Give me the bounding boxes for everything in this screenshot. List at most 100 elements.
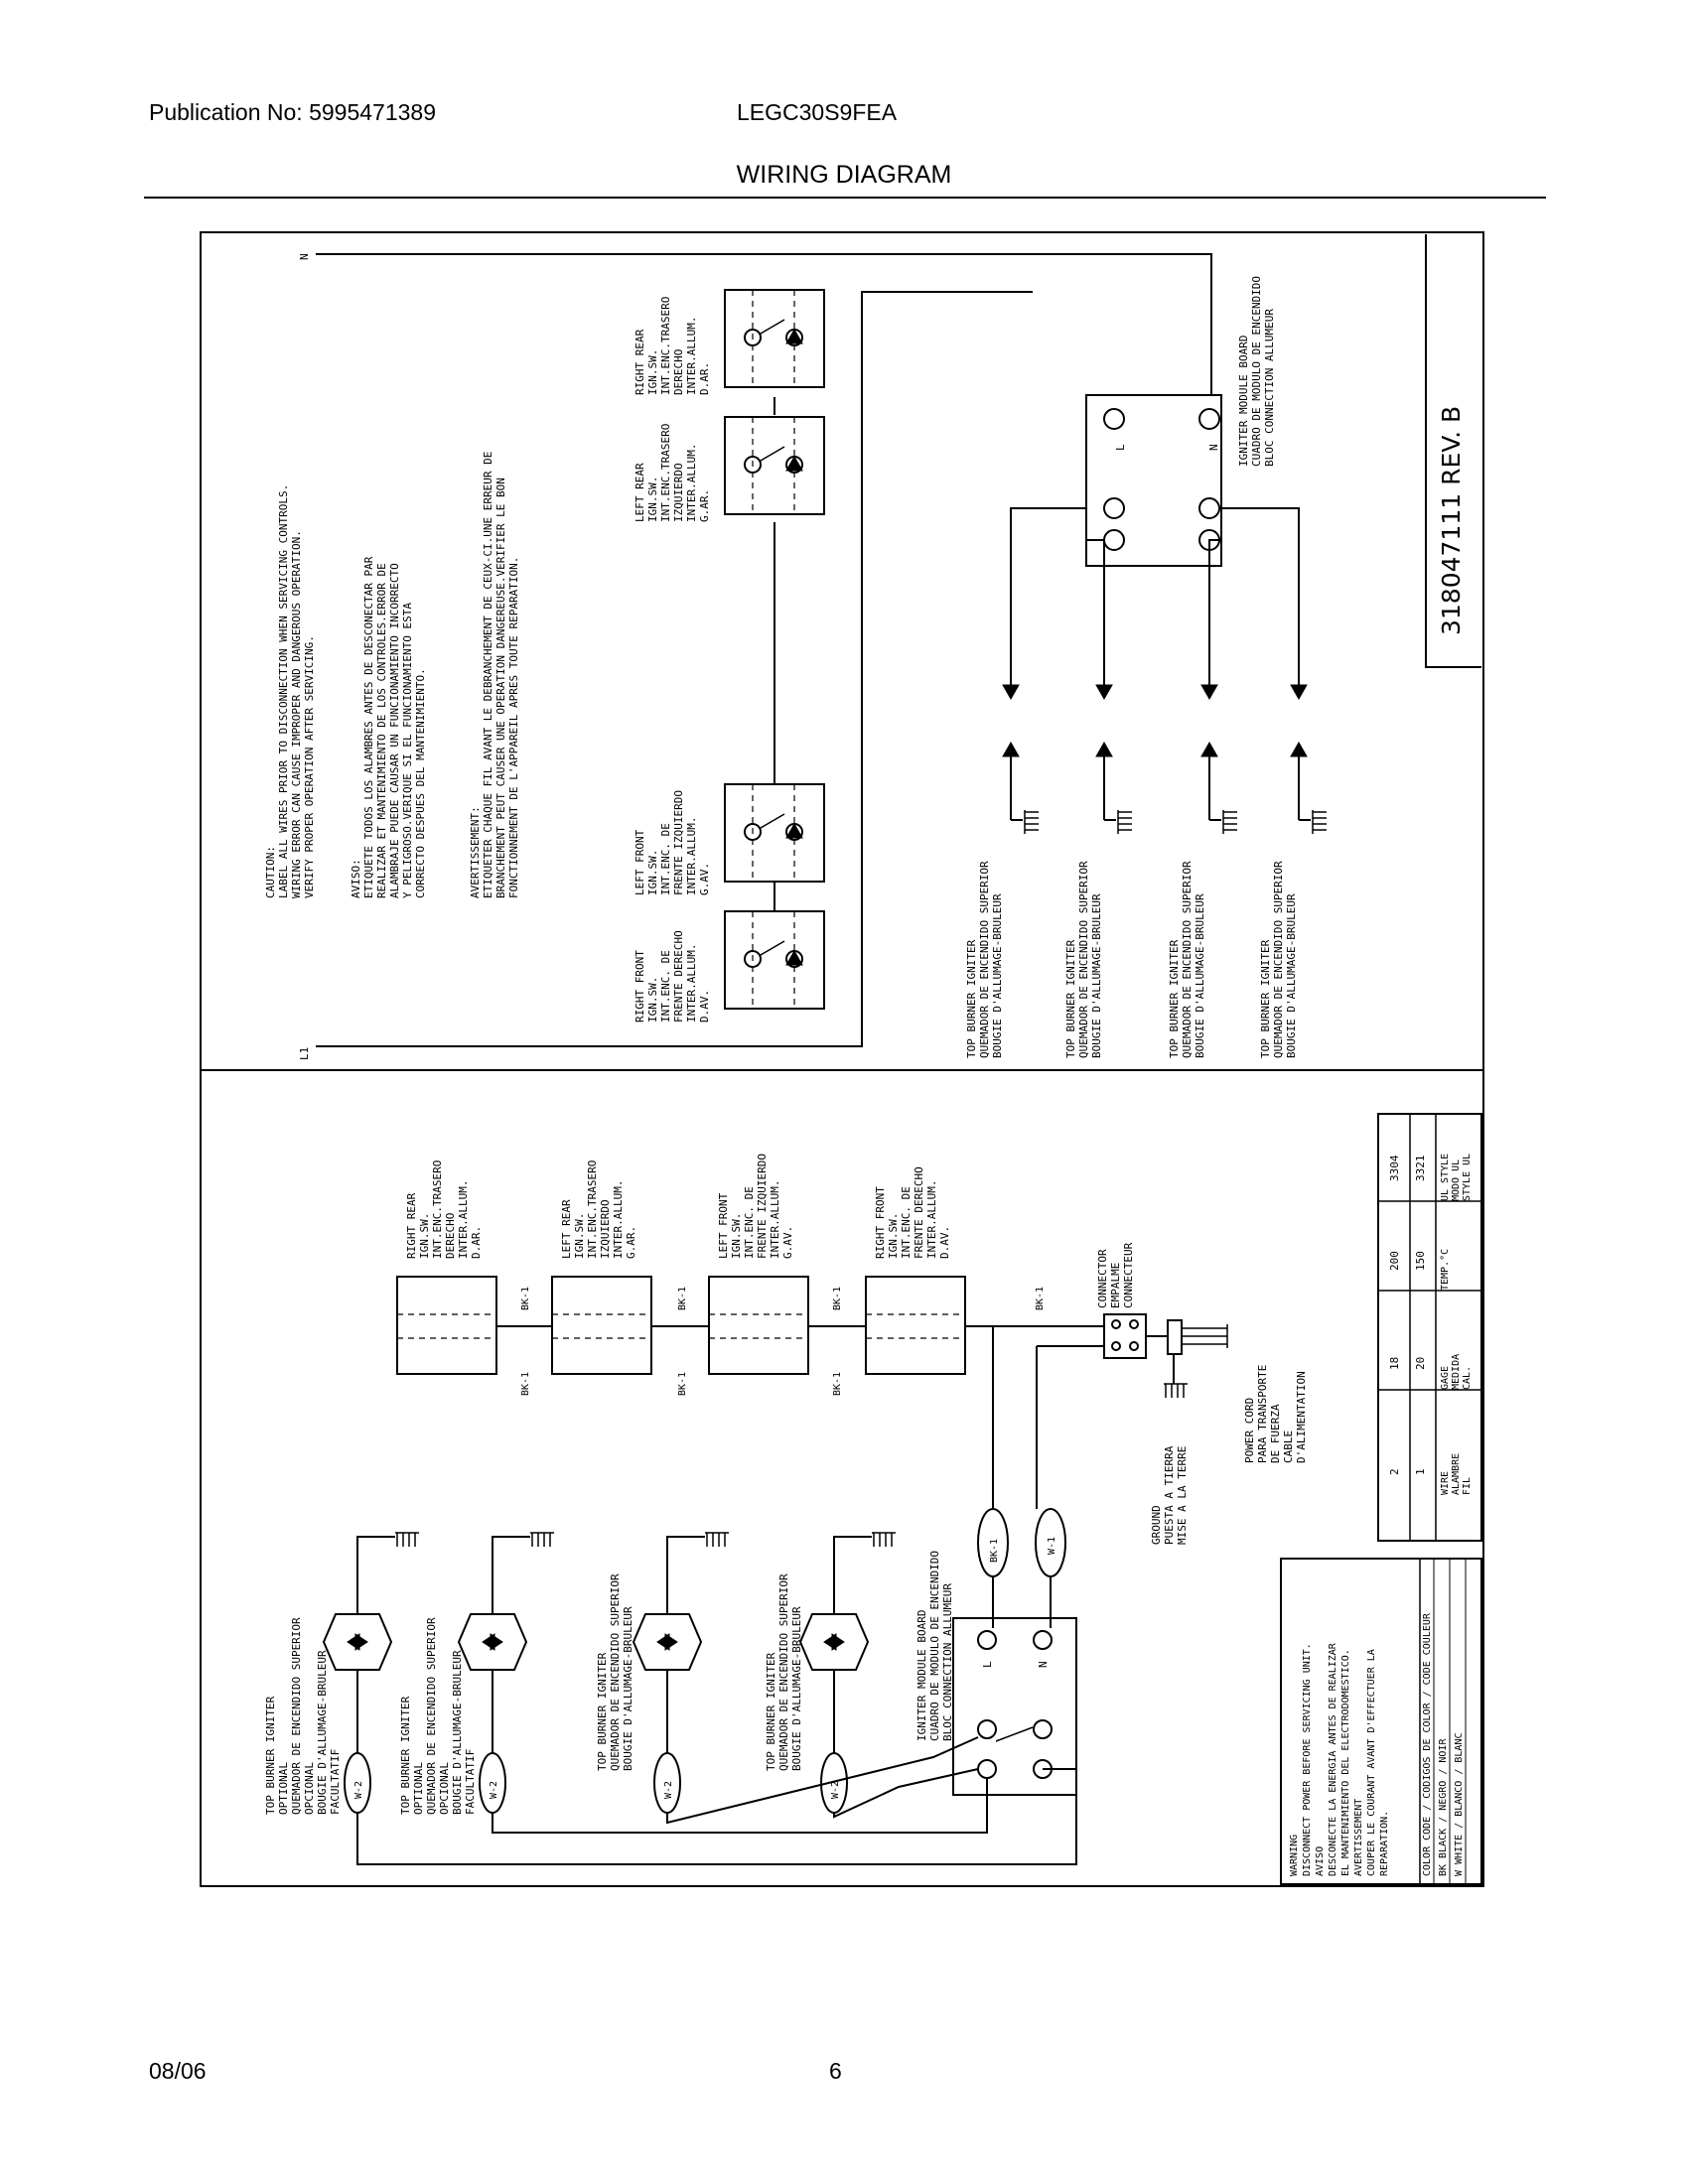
igniter-arrow-icon (1002, 684, 1020, 701)
bk-wire-label: BK-1 (677, 1287, 688, 1310)
warning-text-line: DISCONNECT POWER BEFORE SERVICING UNIT. (1302, 1643, 1313, 1876)
bottom-switch-label-left-rear-line: G.AR. (625, 1226, 637, 1259)
page-number: 6 (829, 2058, 842, 2084)
bottom-igniter-label-line: QUEMADOR DE ENCENDIDO SUPERIOR (290, 1617, 303, 1815)
bottom-switch-label-left-front-line: LEFT FRONT (717, 1192, 730, 1259)
bk-wire-label: BK-1 (832, 1372, 843, 1396)
top-switch-label-right-rear-line: IGN.SW. (646, 349, 659, 395)
bottom-switch-label-left-front-line: IGN.SW. (730, 1213, 743, 1259)
top-igniter-label-line: BOUGIE D'ALLUMAGE-BRULEUR (1285, 893, 1298, 1058)
connector-label-line: CONNECTEUR (1122, 1242, 1135, 1308)
bottom-igniter-label-line: TOP BURNER IGNITER (264, 1696, 277, 1815)
ground-icon (1024, 810, 1039, 834)
warning-box (1280, 1558, 1482, 1885)
top-switch-label-left-rear-line: IZQUIERDO (672, 463, 685, 522)
bottom-switch-right-rear (396, 1276, 497, 1375)
top-switch-label-right-rear-line: INTER.ALLUM. (685, 317, 698, 395)
switch-blade (760, 813, 785, 829)
igniter-arrow-icon (1290, 684, 1308, 701)
top-igniter-label-line: BOUGIE D'ALLUMAGE-BRULEUR (991, 893, 1004, 1058)
bottom-switch-label-left-rear-line: IZQUIERDO (599, 1199, 612, 1259)
igniter-return-wire (492, 1779, 988, 1834)
top-igniter-label-line: BOUGIE D'ALLUMAGE-BRULEUR (1090, 893, 1103, 1058)
table-header-label-line: STYLE UL (1462, 1154, 1473, 1201)
bottom-igniter-label-line: BOUGIE D'ALLUMAGE-BRULEUR (316, 1650, 329, 1815)
table-header-label-line: GAGE (1440, 1366, 1451, 1390)
ground-icon (530, 1532, 554, 1547)
aviso-text-line: ALAMBRAJE PUEDE CAUSAR UN FUNCIONAMIENTO… (388, 563, 401, 898)
bottom-switch-label-left-rear-line: IGN.SW. (573, 1213, 586, 1259)
module-l-label: L (1114, 444, 1127, 451)
module-terminal-icon (977, 1759, 997, 1779)
bottom-switch-label-left-rear-line: INT.ENC.TRASERO (586, 1160, 599, 1259)
top-ignition-switch (724, 910, 825, 1010)
w2-wire-label: W-2 (663, 1781, 674, 1799)
bottom-igniter-3 (632, 1613, 703, 1671)
switch-contact-icon (744, 823, 762, 841)
bottom-igniter-4 (798, 1613, 870, 1671)
module-internal-wire (995, 1726, 1034, 1742)
aviso-text-line: REALIZAR ET MANTENIMIENTO DE LOS CONTROL… (375, 563, 388, 898)
top-igniter-label-line: QUEMADOR DE ENCENDIDO SUPERIOR (1181, 861, 1194, 1058)
table-header-label-line: MEDIDA (1451, 1354, 1462, 1390)
bottom-igniter-label-line: QUEMADOR DE ENCENDIDO SUPERIOR (425, 1617, 438, 1815)
igniter-arrow-icon (490, 1633, 503, 1651)
module-terminal-icon (1033, 1719, 1053, 1739)
power-cord-label-line: CABLE (1282, 1431, 1295, 1463)
top-module-label-line: IGNITER MODULE BOARD (1237, 336, 1250, 467)
ground-icon (1164, 1383, 1188, 1398)
connector-label-line: CONNECTOR (1096, 1249, 1109, 1308)
module-output-wire (1086, 539, 1105, 685)
igniter-ground-wire (833, 1536, 872, 1584)
n-bus-label: N (298, 253, 311, 260)
top-switch-label-left-rear-line: LEFT REAR (633, 463, 646, 522)
bottom-igniter-label-line: BOUGIE D'ALLUMAGE-BRULEUR (451, 1650, 464, 1815)
igniter-arrow-icon (831, 1633, 845, 1651)
bottom-igniter-label-line: TOP BURNER IGNITER (765, 1652, 777, 1771)
top-ignition-switch (724, 783, 825, 883)
top-igniter-label-line: TOP BURNER IGNITER (1168, 939, 1181, 1058)
l1-to-module-wire (826, 291, 1033, 1047)
bottom-switch-label-right-rear-line: D.AR. (470, 1226, 483, 1259)
top-switch-label-left-rear-line: INT.ENC.TRASERO (659, 424, 672, 522)
top-switch-label-right-front-line: INTER.ALLUM. (685, 944, 698, 1023)
avertissement-text-line: AVERTISSEMENT: (469, 806, 482, 898)
bottom-switch-label-left-front-line: G.AV. (781, 1226, 794, 1259)
connector-pin-icon (1129, 1319, 1139, 1329)
bottom-switch-label-right-front-line: RIGHT FRONT (874, 1186, 887, 1259)
diagram-frame (200, 231, 1484, 1887)
igniter-arrow-icon (1290, 741, 1308, 757)
header-rule (144, 197, 1546, 199)
bk-wire-label: BK-1 (1035, 1287, 1046, 1310)
connector-pin-icon (1111, 1319, 1121, 1329)
top-switch-label-left-front-line: FRENTE IZQUIERDO (672, 790, 685, 895)
color-code-row-line: W WHITE / BLANCO / BLANC (1454, 1733, 1465, 1877)
w2-wire-label: W-2 (489, 1781, 499, 1799)
igniter-arrow-icon (664, 1633, 678, 1651)
title-block (1425, 234, 1481, 668)
top-switch-label-left-rear-line: IGN.SW. (646, 477, 659, 522)
module-l-terminal-icon (977, 1630, 997, 1650)
warning-text-line: WARNING (1289, 1835, 1300, 1876)
bottom-igniter-label-line: QUEMADOR DE ENCENDIDO SUPERIOR (609, 1573, 622, 1771)
table-cell: 18 (1388, 1357, 1401, 1370)
avertissement-text-line: BRANCHEMENT PEUT CAUSER UNE OPERATION DA… (494, 478, 507, 898)
ground-icon (1222, 810, 1237, 834)
top-switch-label-right-front-line: D.AV. (698, 990, 711, 1023)
top-switch-label-right-rear-line: D.AR. (698, 362, 711, 395)
igniter-arrow-icon (354, 1633, 368, 1651)
ground-icon (872, 1532, 896, 1547)
module-terminal-icon (1103, 497, 1125, 519)
bottom-switch-label-left-front-line: INTER.ALLUM. (769, 1180, 781, 1259)
igniter-ground-wire (492, 1536, 530, 1584)
table-header-label-line: ALAMBRE (1451, 1453, 1462, 1495)
